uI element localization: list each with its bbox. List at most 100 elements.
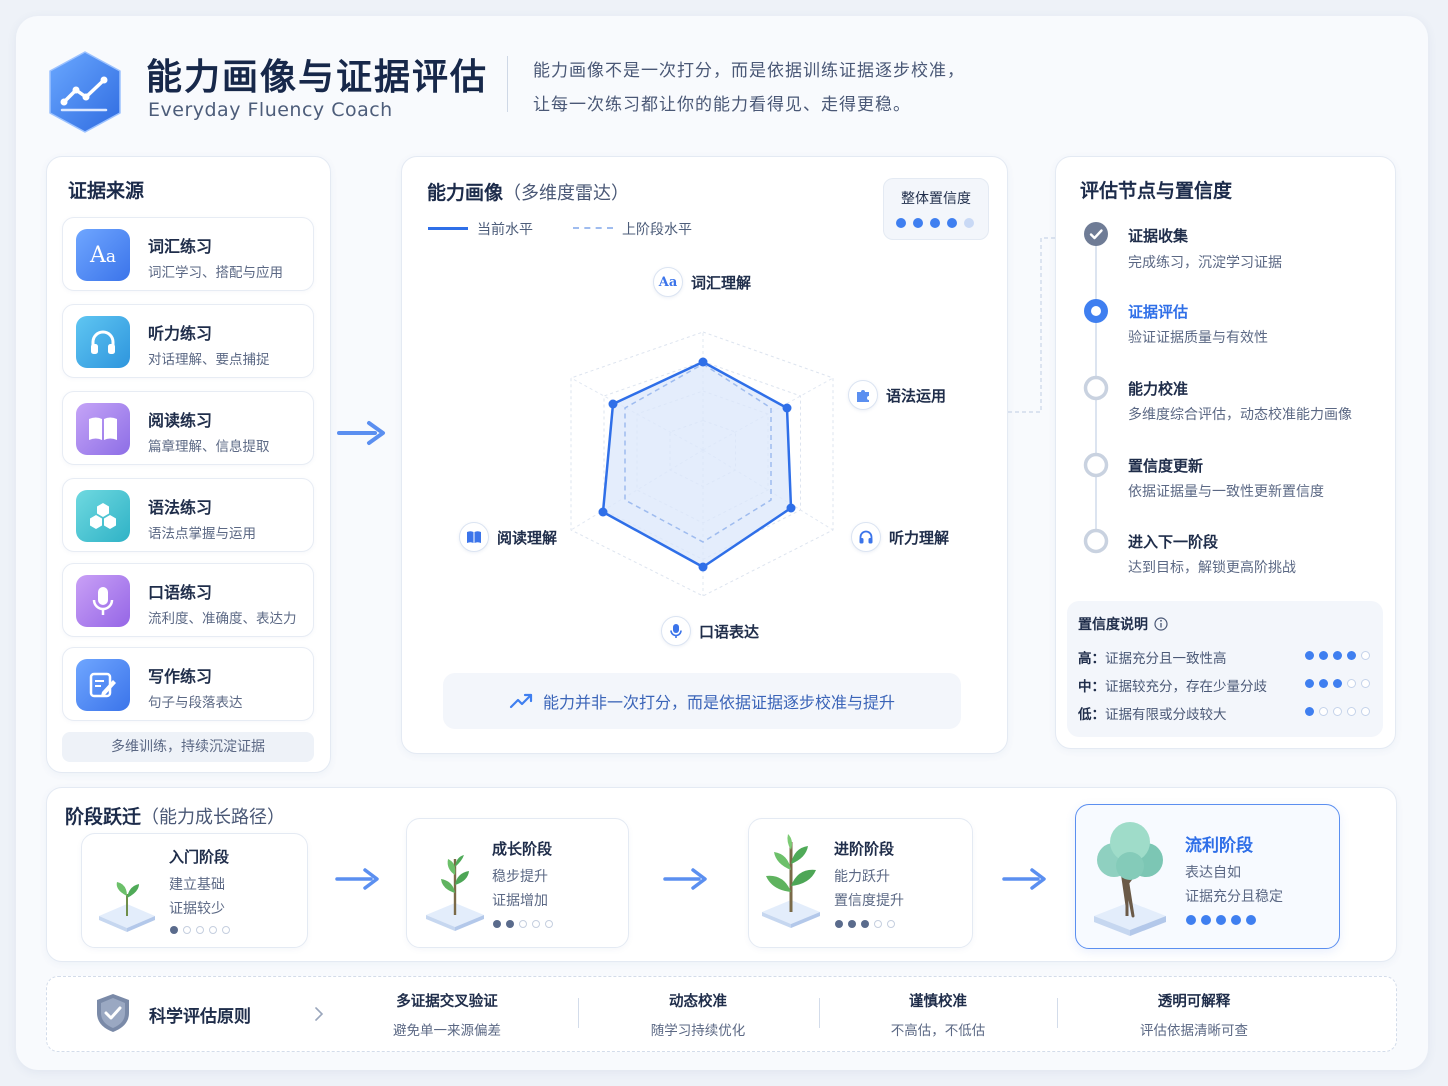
timeline-step-title-active: 证据评估 — [1128, 303, 1189, 321]
axis-label-listening: 听力理解 — [851, 522, 949, 552]
stage-line1: 表达自如 — [1185, 865, 1241, 881]
dot-empty — [222, 926, 230, 934]
evidence-title: 证据来源 — [68, 180, 145, 202]
radar-point — [608, 399, 618, 409]
overall-confidence-box: 整体置信度 — [883, 178, 989, 240]
info-icon[interactable] — [1154, 617, 1168, 631]
dot-filled — [896, 218, 906, 228]
step-pending-indicator — [1083, 375, 1109, 401]
stage-progress-dots — [170, 926, 230, 934]
principle-title: 谨慎校准 — [909, 994, 967, 1010]
dot-filled — [506, 920, 514, 928]
confidence-dots-medium — [1305, 679, 1370, 688]
confidence-legend-title: 置信度说明 — [1078, 614, 1168, 634]
timeline-step-desc: 多维度综合评估，动态校准能力画像 — [1128, 407, 1352, 423]
page-title: 能力画像与证据评估 — [146, 57, 489, 98]
evidence-item-name: 语法练习 — [148, 498, 213, 517]
evidence-item-desc: 句子与段落表达 — [148, 695, 243, 711]
principle-desc: 评估依据清晰可查 — [1140, 1023, 1248, 1039]
timeline-title: 评估节点与置信度 — [1080, 180, 1233, 202]
radar-title-text: 能力画像 — [427, 182, 504, 204]
timeline-step-desc: 完成练习，沉淀学习证据 — [1128, 255, 1282, 271]
evidence-item-vocabulary[interactable]: Aa 词汇练习 词汇学习、搭配与应用 — [62, 217, 314, 291]
legend-previous-line — [573, 227, 613, 229]
evidence-item-desc: 对话理解、要点捕捉 — [148, 352, 270, 368]
axis-label-vocabulary: Aa 词汇理解 — [653, 267, 751, 297]
confidence-text: 证据较充分，存在少量分歧 — [1105, 679, 1267, 695]
dot-filled — [848, 920, 856, 928]
confidence-row-high: 高：证据充分且一致性高 — [1078, 647, 1227, 667]
book-icon — [76, 403, 130, 455]
confidence-row-low: 低：证据有限或分歧较大 — [1078, 703, 1227, 723]
principle-title: 透明可解释 — [1157, 994, 1231, 1010]
puzzle-icon — [848, 380, 878, 410]
shield-check-icon — [97, 994, 129, 1032]
stage-line1: 建立基础 — [169, 877, 225, 893]
dot-filled — [1305, 651, 1314, 660]
confidence-dots-high — [1305, 651, 1370, 660]
stages-title: 阶段跃迁（能力成长路径） — [65, 802, 285, 829]
young-tree-icon — [762, 834, 820, 928]
tree-icon — [1094, 822, 1166, 936]
aa-icon: Aa — [653, 267, 683, 297]
timeline-step-desc: 达到目标，解锁更高阶挑战 — [1128, 560, 1296, 576]
arrow-right-icon — [1002, 868, 1046, 890]
book-icon — [459, 522, 489, 552]
chevron-right-icon — [315, 1007, 324, 1021]
edit-icon — [76, 659, 130, 711]
evidence-item-reading[interactable]: 阅读练习 篇章理解、信息提取 — [62, 391, 314, 465]
evidence-item-desc: 语法点掌握与运用 — [148, 526, 256, 542]
evidence-item-name: 口语练习 — [148, 583, 213, 602]
legend-previous-label: 上阶段水平 — [622, 222, 692, 238]
dot-empty — [1361, 679, 1370, 688]
confidence-level: 中： — [1078, 679, 1105, 695]
step-active-indicator — [1084, 299, 1108, 323]
radar-previous-polygon — [624, 363, 772, 543]
stages-title-text: 阶段跃迁 — [65, 806, 142, 828]
radar-chart — [570, 331, 834, 597]
dot-empty — [1333, 707, 1342, 716]
principle-desc: 随学习持续优化 — [650, 1023, 746, 1039]
axis-label-speaking: 口语表达 — [661, 616, 759, 646]
principle-item: 动态校准随学习持续优化 — [598, 990, 798, 1039]
dot-empty — [874, 920, 882, 928]
stage-progress-dots — [493, 920, 553, 928]
stage-card-beginner[interactable] — [81, 833, 308, 948]
principle-item: 谨慎校准不高估，不低估 — [838, 990, 1038, 1039]
dot-filled — [1201, 915, 1211, 925]
radar-title-note: （多维度雷达） — [503, 183, 630, 204]
headphones-icon — [851, 522, 881, 552]
stages-title-note: （能力成长路径） — [141, 807, 286, 828]
confidence-text: 证据有限或分歧较大 — [1105, 707, 1227, 723]
timeline-step-desc: 验证证据质量与有效性 — [1128, 330, 1268, 346]
radar-point — [598, 507, 608, 517]
stage-line2: 证据增加 — [492, 893, 548, 909]
dot-filled — [1246, 915, 1256, 925]
evidence-item-name: 写作练习 — [148, 667, 213, 686]
evidence-item-grammar[interactable]: 语法练习 语法点掌握与运用 — [62, 478, 314, 552]
stage-line1: 能力跃升 — [834, 869, 890, 885]
stage-name: 进阶阶段 — [834, 840, 895, 858]
dot-empty — [183, 926, 191, 934]
evidence-item-listening[interactable]: 听力练习 对话理解、要点捕捉 — [62, 304, 314, 378]
headphones-icon — [76, 316, 130, 368]
principle-desc: 不高估，不低估 — [890, 1023, 986, 1039]
dot-filled — [835, 920, 843, 928]
stage-line1: 稳步提升 — [492, 869, 548, 885]
dot-filled — [1216, 915, 1226, 925]
dot-empty — [532, 920, 540, 928]
principles-title: 科学评估原则 — [149, 1007, 251, 1027]
page-subtitle: Everyday Fluency Coach — [148, 99, 393, 121]
dot-empty — [1347, 707, 1356, 716]
stage-progress-dots — [835, 920, 895, 928]
evidence-item-name: 阅读练习 — [148, 411, 213, 430]
dot-empty — [1361, 651, 1370, 660]
evidence-item-writing[interactable]: 写作练习 句子与段落表达 — [62, 647, 314, 721]
dot-filled — [1333, 679, 1342, 688]
evidence-item-speaking[interactable]: 口语练习 流利度、准确度、表达力 — [62, 563, 314, 637]
evidence-item-name: 听力练习 — [148, 324, 213, 343]
timeline-step-title: 能力校准 — [1128, 380, 1189, 398]
radar-point — [698, 357, 708, 367]
axis-label-text: 阅读理解 — [497, 528, 558, 547]
dot-filled — [1186, 915, 1196, 925]
